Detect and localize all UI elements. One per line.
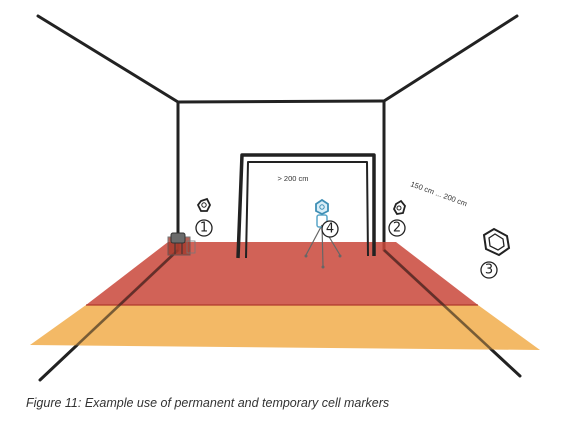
tripod-foot xyxy=(304,254,308,258)
hexagon-marker-icon xyxy=(482,227,511,257)
marker-number: 3 xyxy=(485,263,493,278)
marker-number-circle xyxy=(388,219,406,237)
robot-top xyxy=(170,232,186,244)
marker-number-circle xyxy=(321,220,339,238)
robot-device xyxy=(167,232,196,256)
figure-caption: Figure 11: Example use of permanent and … xyxy=(26,396,390,410)
marker-center-icon xyxy=(396,205,402,211)
back-wall xyxy=(176,99,386,252)
tripod-foot xyxy=(321,265,325,269)
door-frame-inner xyxy=(245,161,369,259)
marker-number: 1 xyxy=(200,221,208,236)
permanent-marker-3: 3 xyxy=(480,227,511,279)
hexagon-marker-icon xyxy=(392,199,406,215)
door-height-label: > 200 cm xyxy=(277,174,308,183)
hexagon-marker-icon xyxy=(315,198,329,216)
tripod-foot xyxy=(338,254,342,258)
inner-zone xyxy=(86,242,478,305)
permanent-marker-1: 1 xyxy=(195,197,213,237)
tripod-leg-left xyxy=(305,224,323,256)
temporary-marker-4: 4 xyxy=(304,198,342,269)
robot-side-panel xyxy=(186,240,196,254)
hexagon-marker-icon xyxy=(196,197,212,212)
door-frame xyxy=(236,153,376,259)
ceiling-edge-left xyxy=(36,14,180,104)
marker-center-icon xyxy=(319,204,325,210)
marker-number: 2 xyxy=(393,221,401,236)
marker-inner-icon xyxy=(488,233,505,251)
floor-edge-left-overlay xyxy=(39,249,179,381)
ceiling-edge-right xyxy=(382,14,519,103)
marker-number: 4 xyxy=(326,222,334,237)
marker-center-icon xyxy=(201,202,207,208)
marker-distance-label: 150 cm ... 200 cm xyxy=(409,179,468,208)
floor-edge-right-overlay xyxy=(383,249,521,377)
outer-zone xyxy=(30,305,540,350)
door-frame-outer xyxy=(236,153,376,259)
marker-number-circle xyxy=(480,261,498,279)
permanent-marker-2: 2 xyxy=(388,199,406,237)
marker-number-circle xyxy=(195,219,213,237)
